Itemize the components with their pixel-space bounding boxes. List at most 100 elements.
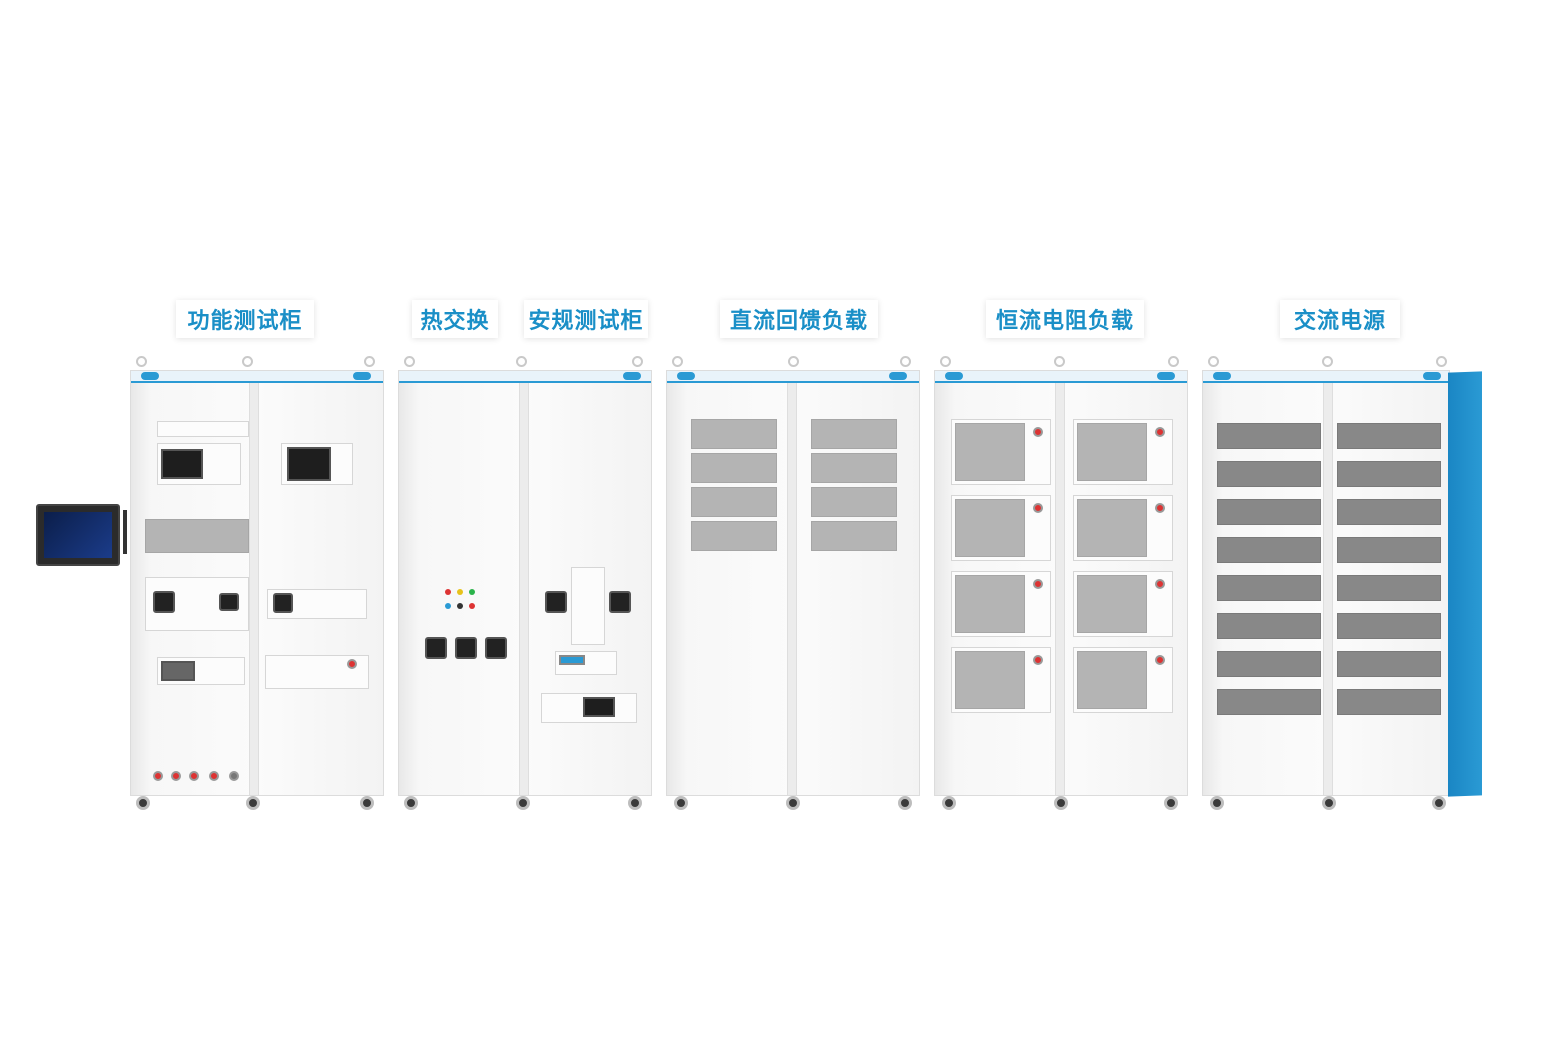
lifting-ring-icon: [672, 356, 683, 367]
load-grille: [955, 651, 1025, 709]
caster-wheel-icon: [1210, 796, 1224, 810]
lifting-ring-icon: [1322, 356, 1333, 367]
lifting-ring-icon: [242, 356, 253, 367]
emergency-button-icon: [171, 771, 181, 781]
control-knob-icon: [1033, 503, 1043, 513]
control-knob-icon: [1155, 655, 1165, 665]
load-module: [811, 419, 897, 449]
label-heat-exchange: 热交换: [412, 300, 498, 338]
power-socket-icon: [153, 591, 175, 613]
load-module: [691, 453, 777, 483]
terminal-black-icon: [457, 603, 463, 609]
power-socket-icon: [609, 591, 631, 613]
terminal-yellow-icon: [457, 589, 463, 595]
brand-logo-icon: [945, 372, 963, 380]
control-knob-icon: [1155, 503, 1165, 513]
load-module: [691, 487, 777, 517]
lifting-ring-icon: [516, 356, 527, 367]
cabinet-heat-exchange-safety: [398, 370, 652, 796]
emergency-button-icon: [189, 771, 199, 781]
power-module: [1217, 461, 1321, 487]
cabinet-top-bar: [667, 371, 919, 383]
cabinet-dc-load: [666, 370, 920, 796]
brand-logo-icon: [1157, 372, 1175, 380]
caster-wheel-icon: [360, 796, 374, 810]
power-module: [1337, 651, 1441, 677]
power-module: [1337, 689, 1441, 715]
lifting-ring-icon: [1168, 356, 1179, 367]
power-socket-icon: [273, 593, 293, 613]
label-safety-test-cabinet: 安规测试柜: [524, 300, 648, 338]
power-socket-icon: [485, 637, 507, 659]
power-module: [1217, 613, 1321, 639]
brand-logo-icon: [353, 372, 371, 380]
brand-logo-icon: [141, 372, 159, 380]
control-knob-icon: [1033, 655, 1043, 665]
terminal-strip: [571, 567, 605, 645]
control-knob-icon: [1033, 579, 1043, 589]
caster-wheel-icon: [898, 796, 912, 810]
power-module: [1337, 537, 1441, 563]
brand-logo-icon: [889, 372, 907, 380]
control-knob-icon: [1155, 427, 1165, 437]
load-module: [811, 487, 897, 517]
power-module: [1217, 689, 1321, 715]
load-grille: [1077, 651, 1147, 709]
power-module: [1217, 499, 1321, 525]
emergency-button-icon: [209, 771, 219, 781]
caster-wheel-icon: [246, 796, 260, 810]
power-module: [1217, 537, 1321, 563]
load-grille: [1077, 575, 1147, 633]
lifting-ring-icon: [136, 356, 147, 367]
caster-wheel-icon: [1322, 796, 1336, 810]
caster-wheel-icon: [404, 796, 418, 810]
caster-wheel-icon: [786, 796, 800, 810]
power-module: [1217, 575, 1321, 601]
cabinet-top-bar: [131, 371, 383, 383]
terminal-blue-icon: [445, 603, 451, 609]
cabinet-divider-rail: [249, 383, 259, 795]
caster-wheel-icon: [674, 796, 688, 810]
oscilloscope-screen: [161, 449, 203, 479]
ground-terminal-icon: [229, 771, 239, 781]
lifting-ring-icon: [1054, 356, 1065, 367]
cabinet-ac-power: [1202, 370, 1450, 796]
lifting-ring-icon: [940, 356, 951, 367]
terminal-green-icon: [469, 589, 475, 595]
tablet-display: [44, 512, 112, 558]
indicator-panel: [157, 421, 249, 437]
instrument-chassis: [145, 519, 249, 553]
control-tablet: [36, 504, 120, 566]
load-module: [811, 453, 897, 483]
load-grille: [955, 499, 1025, 557]
caster-wheel-icon: [1432, 796, 1446, 810]
caster-wheel-icon: [1164, 796, 1178, 810]
power-socket-icon: [219, 593, 239, 611]
cabinet-cc-load: [934, 370, 1188, 796]
lifting-ring-icon: [1436, 356, 1447, 367]
load-grille: [955, 423, 1025, 481]
lifting-ring-icon: [404, 356, 415, 367]
lifting-ring-icon: [788, 356, 799, 367]
control-knob-icon: [1033, 427, 1043, 437]
brand-logo-icon: [677, 372, 695, 380]
load-module: [691, 521, 777, 551]
power-socket-icon: [545, 591, 567, 613]
terminal-red-icon: [469, 603, 475, 609]
power-module: [1337, 461, 1441, 487]
emergency-button-icon: [347, 659, 357, 669]
lifting-ring-icon: [632, 356, 643, 367]
cabinet-divider-rail: [1323, 383, 1333, 795]
caster-wheel-icon: [516, 796, 530, 810]
caster-wheel-icon: [942, 796, 956, 810]
cabinet-divider-rail: [787, 383, 797, 795]
control-knob-icon: [1155, 579, 1165, 589]
cabinet-top-bar: [399, 371, 651, 383]
label-functional-test-cabinet: 功能测试柜: [176, 300, 314, 338]
label-constant-current-resistive-load: 恒流电阻负载: [986, 300, 1144, 338]
power-module: [1337, 423, 1441, 449]
brand-logo-icon: [1423, 372, 1441, 380]
meter-display: [161, 661, 195, 681]
tester-display: [559, 655, 585, 665]
brand-logo-icon: [1213, 372, 1231, 380]
